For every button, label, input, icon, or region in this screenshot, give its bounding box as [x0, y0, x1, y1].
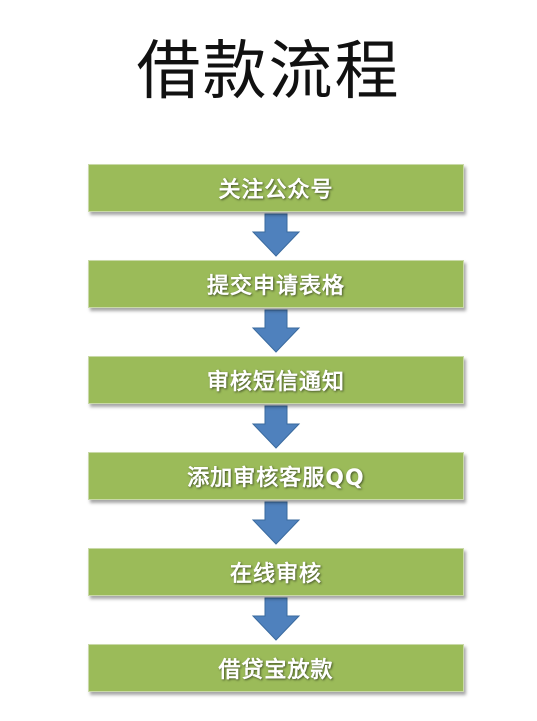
step-label: 审核短信通知 [206, 370, 345, 395]
step-label: 提交申请表格 [206, 274, 345, 299]
step-box-4: 添加审核客服QQ [88, 452, 464, 500]
step-label: 关注公众号 [218, 178, 334, 203]
down-arrow-1 [88, 212, 464, 260]
flowchart: 关注公众号 提交申请表格 审核短信通知 添加审核客服QQ 在线审核 [88, 164, 464, 692]
step-box-2: 提交申请表格 [88, 260, 464, 308]
step-box-1: 关注公众号 [88, 164, 464, 212]
down-arrow-5 [88, 596, 464, 644]
page-title: 借款流程 [136, 35, 401, 109]
step-label: 在线审核 [229, 562, 322, 587]
step-label: 借贷宝放款 [218, 658, 334, 683]
down-arrow-4 [88, 500, 464, 548]
down-arrow-icon [251, 309, 301, 353]
step-label: 添加审核客服QQ [187, 466, 365, 491]
down-arrow-2 [88, 308, 464, 356]
down-arrow-icon [251, 213, 301, 257]
down-arrow-icon [251, 501, 301, 545]
down-arrow-icon [251, 405, 301, 449]
step-box-3: 审核短信通知 [88, 356, 464, 404]
down-arrow-3 [88, 404, 464, 452]
down-arrow-icon [251, 597, 301, 641]
step-box-5: 在线审核 [88, 548, 464, 596]
step-box-6: 借贷宝放款 [88, 644, 464, 692]
